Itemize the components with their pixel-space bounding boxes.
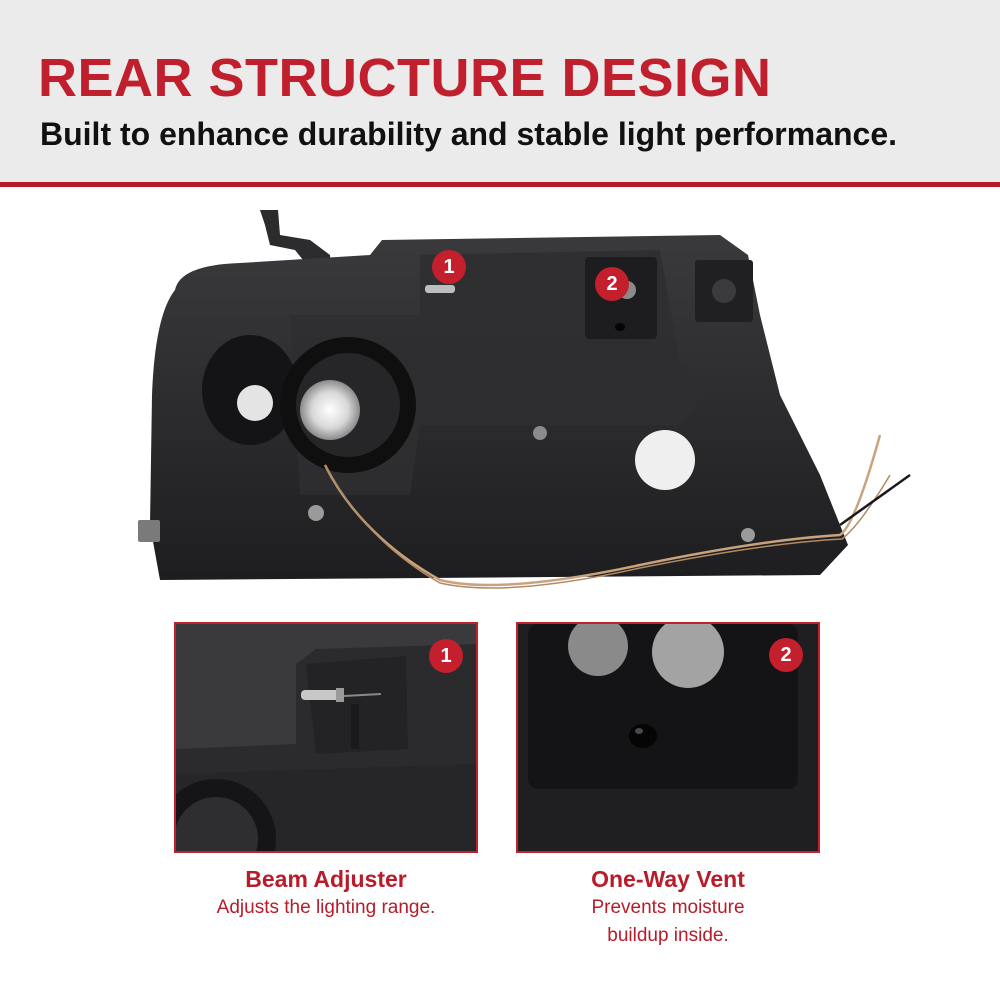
beam-adjuster-illustration [176,624,476,851]
one-way-vent-illustration [518,624,818,851]
beam-adjuster-description: Adjusts the lighting range. [216,897,436,918]
beam-adjuster-closeup [174,622,478,853]
adjuster-pin [425,285,455,293]
header-banner [0,0,1000,182]
one-way-vent-title: One-Way Vent [591,866,745,892]
header-divider [0,182,1000,187]
terminal-connector [138,520,160,542]
one-way-vent-description-line1: Prevents moisture [591,897,745,918]
one-way-vent-caption: One-Way Vent Prevents moisture buildup i… [503,864,833,950]
one-way-vent-description-line2: buildup inside. [607,925,729,946]
hero-marker-beam-adjuster: 1 [432,250,466,284]
rear-access-hole [635,430,695,490]
page-subtitle: Built to enhance durability and stable l… [40,116,898,152]
wiring-harness [323,434,882,587]
panel-marker-beam-adjuster: 1 [429,639,463,673]
page-title: REAR STRUCTURE DESIGN [38,48,772,108]
beam-adjuster-title: Beam Adjuster [245,866,407,892]
headlight-rear-image [120,195,920,605]
hero-marker-vent: 2 [595,267,629,301]
panel-marker-vent: 2 [769,638,803,672]
beam-adjuster-caption: Beam Adjuster Adjusts the lighting range… [161,864,491,922]
headlight-housing-illustration [138,210,911,589]
